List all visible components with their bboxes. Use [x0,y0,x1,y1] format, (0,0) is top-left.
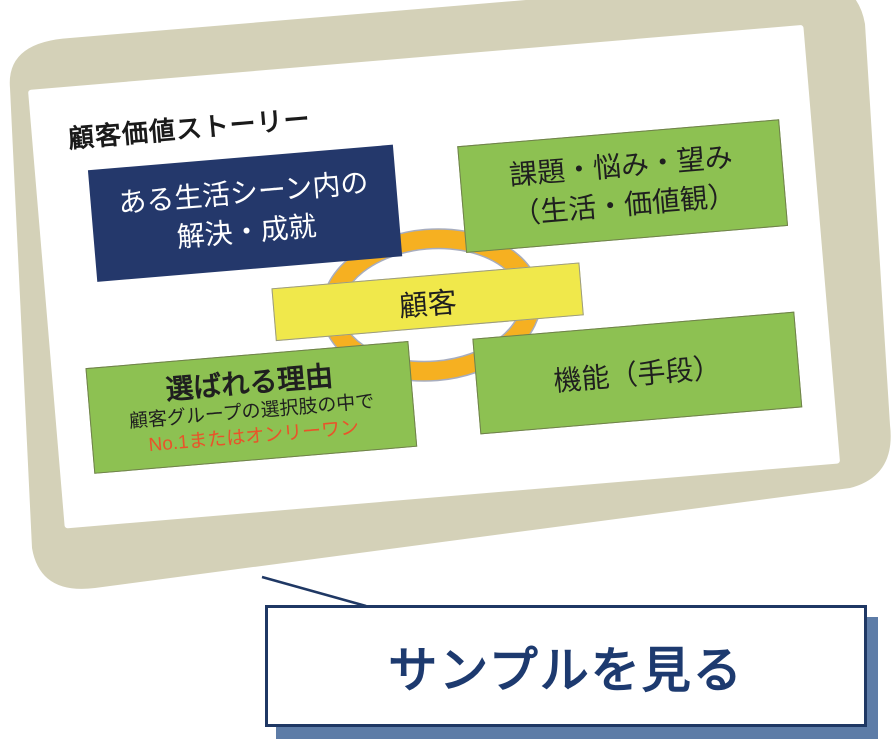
diagram-title: 顧客価値ストーリー [66,103,312,154]
customer-box: 顧客 [271,262,584,342]
view-sample-label: サンプルを見る [388,643,744,698]
customer-label: 顧客 [397,286,459,324]
reason-box: 選ばれる理由 顧客グループの選択肢の中で No.1またはオンリーワン [85,341,418,474]
connector-line-segment [261,575,367,608]
view-sample-button[interactable]: サンプルを見る [265,605,867,727]
function-label: 機能（手段） [552,352,723,397]
needs-box: 課題・悩み・望み （生活・価値観） [457,119,789,253]
function-box: 機能（手段） [472,311,803,435]
life-scene-box: ある生活シーン内の 解決・成就 [87,144,403,282]
diagram-card: 顧客価値ストーリー ある生活シーン内の 解決・成就 課題・悩み・望み （生活・価… [28,24,841,529]
